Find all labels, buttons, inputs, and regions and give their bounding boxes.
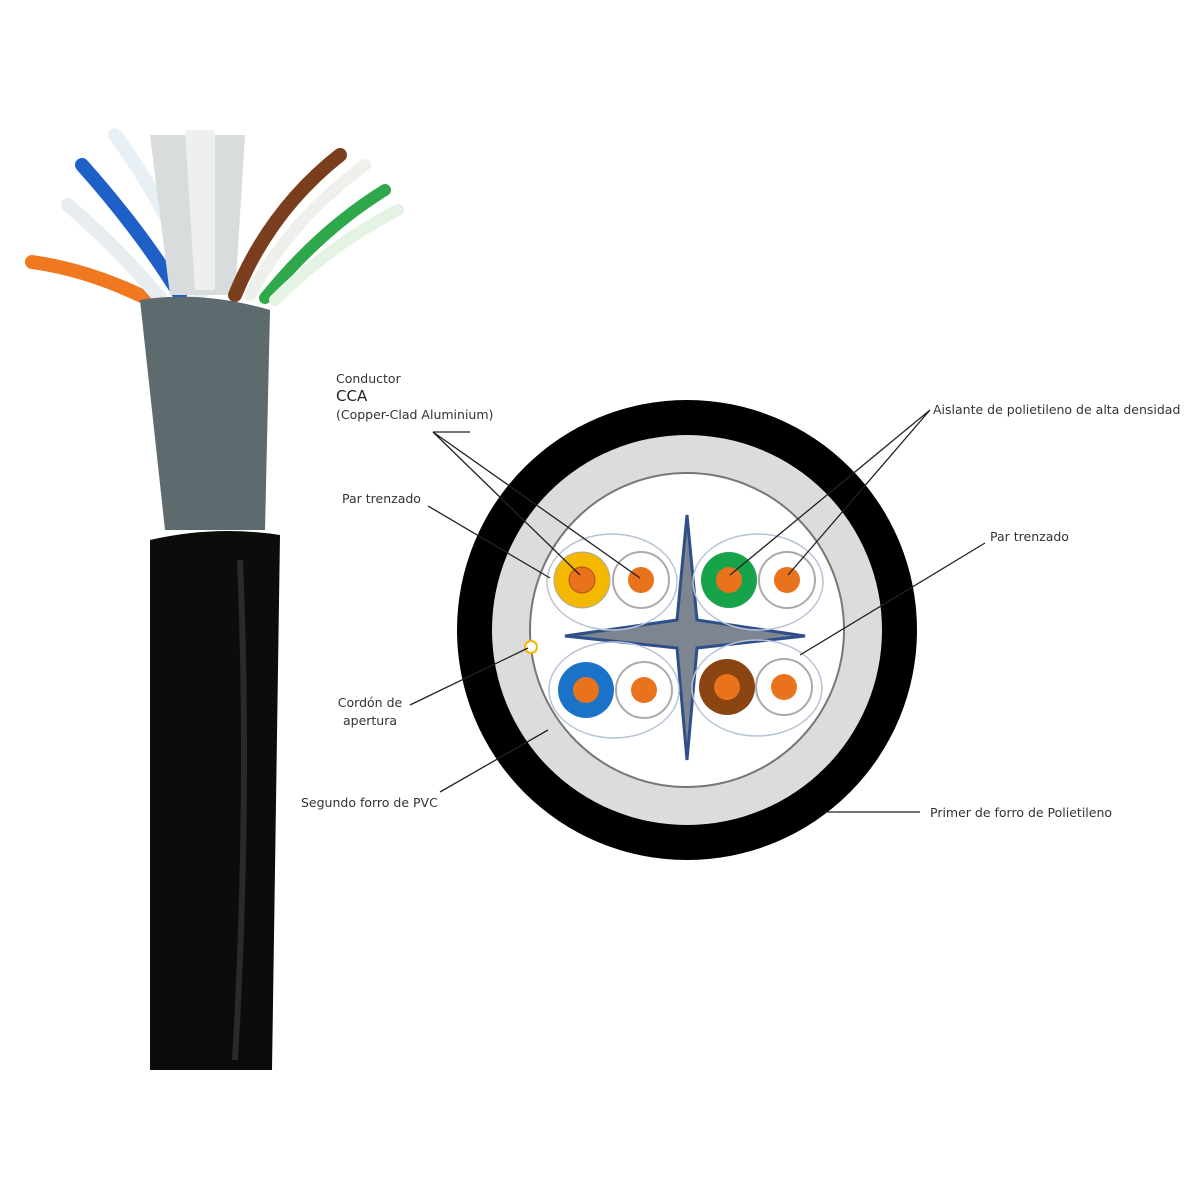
label-conductor: Conductor [336,371,401,386]
cable-cross-section [457,400,917,860]
label-par-trenzado-left: Par trenzado [342,491,421,506]
label-par-trenzado-right: Par trenzado [990,529,1069,544]
label-cordon-line1: Cordón de [337,695,403,710]
label-cordon-line2: apertura [342,713,398,728]
label-cordon: Cordón de apertura [330,694,410,730]
rip-cord [524,640,538,654]
label-primer-forro: Primer de forro de Polietileno [930,805,1113,820]
cable-photo [25,128,404,1070]
label-segundo-forro: Segundo forro de PVC [301,795,438,810]
label-cca-full: (Copper-Clad Aluminium) [336,407,494,422]
leader-lines [409,409,986,813]
label-aislante: Aislante de polietileno de alta densidad [933,402,1181,417]
label-cca: CCA [336,387,368,405]
